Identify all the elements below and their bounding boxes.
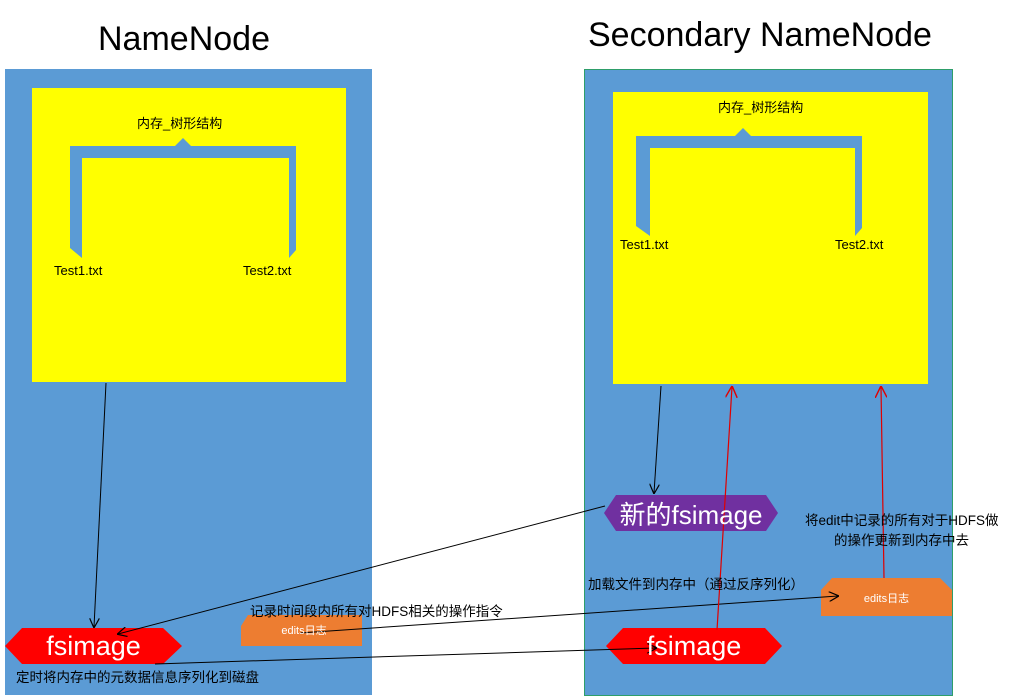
- arrow-memory-to-fsimage-left: [94, 382, 107, 627]
- secondary-fsimage-shape: [606, 628, 782, 664]
- secondary-edits-shape: [821, 578, 952, 616]
- new-fsimage-label[interactable]: 新的fsimage: [619, 499, 763, 530]
- secondary-fsimage-label[interactable]: fsimage: [646, 630, 742, 661]
- secondary-namenode-title: Secondary NameNode: [588, 16, 932, 54]
- arrow-new-fsimage-to-left-fsimage: [118, 505, 606, 634]
- arrow-left-edits-to-right-edits: [299, 596, 838, 634]
- merge-note-line2: 的操作更新到内存中去: [834, 533, 969, 548]
- secondary-file2-label: Test2.txt: [835, 237, 884, 252]
- secondary-edits-label[interactable]: edits日志: [863, 593, 910, 605]
- secondary-tree-label: 内存_树形结构: [718, 100, 804, 115]
- arrow-left-fsimage-to-right-fsimage: [154, 648, 656, 665]
- namenode-fsimage-label[interactable]: fsimage: [46, 630, 141, 661]
- arrow-fsimage-to-memory-red: [716, 387, 732, 631]
- namenode-title: NameNode: [98, 20, 270, 58]
- secondary-tree-bracket: [636, 128, 862, 236]
- serialize-note: 定时将内存中的元数据信息序列化到磁盘: [16, 670, 259, 685]
- namenode-tree-label: 内存_树形结构: [137, 116, 223, 131]
- arrow-memory-to-new-fsimage: [654, 385, 662, 493]
- secondary-file1-label: Test1.txt: [620, 237, 669, 252]
- merge-note-line1: 将edit中记录的所有对于HDFS做: [805, 513, 999, 528]
- arrow-edits-to-memory-red: [881, 387, 884, 579]
- namenode-fsimage-shape: [5, 628, 182, 664]
- load-note: 加载文件到内存中（通过反序列化）: [588, 577, 804, 592]
- new-fsimage-shape: [604, 495, 778, 531]
- namenode-tree-bracket: [70, 138, 296, 258]
- namenode-edits-shape: [241, 615, 362, 646]
- namenode-edits-label[interactable]: edits日志: [281, 625, 327, 637]
- namenode-file2-label: Test2.txt: [243, 263, 292, 278]
- namenode-file1-label: Test1.txt: [54, 263, 103, 278]
- record-note: 记录时间段内所有对HDFS相关的操作指令: [250, 604, 503, 619]
